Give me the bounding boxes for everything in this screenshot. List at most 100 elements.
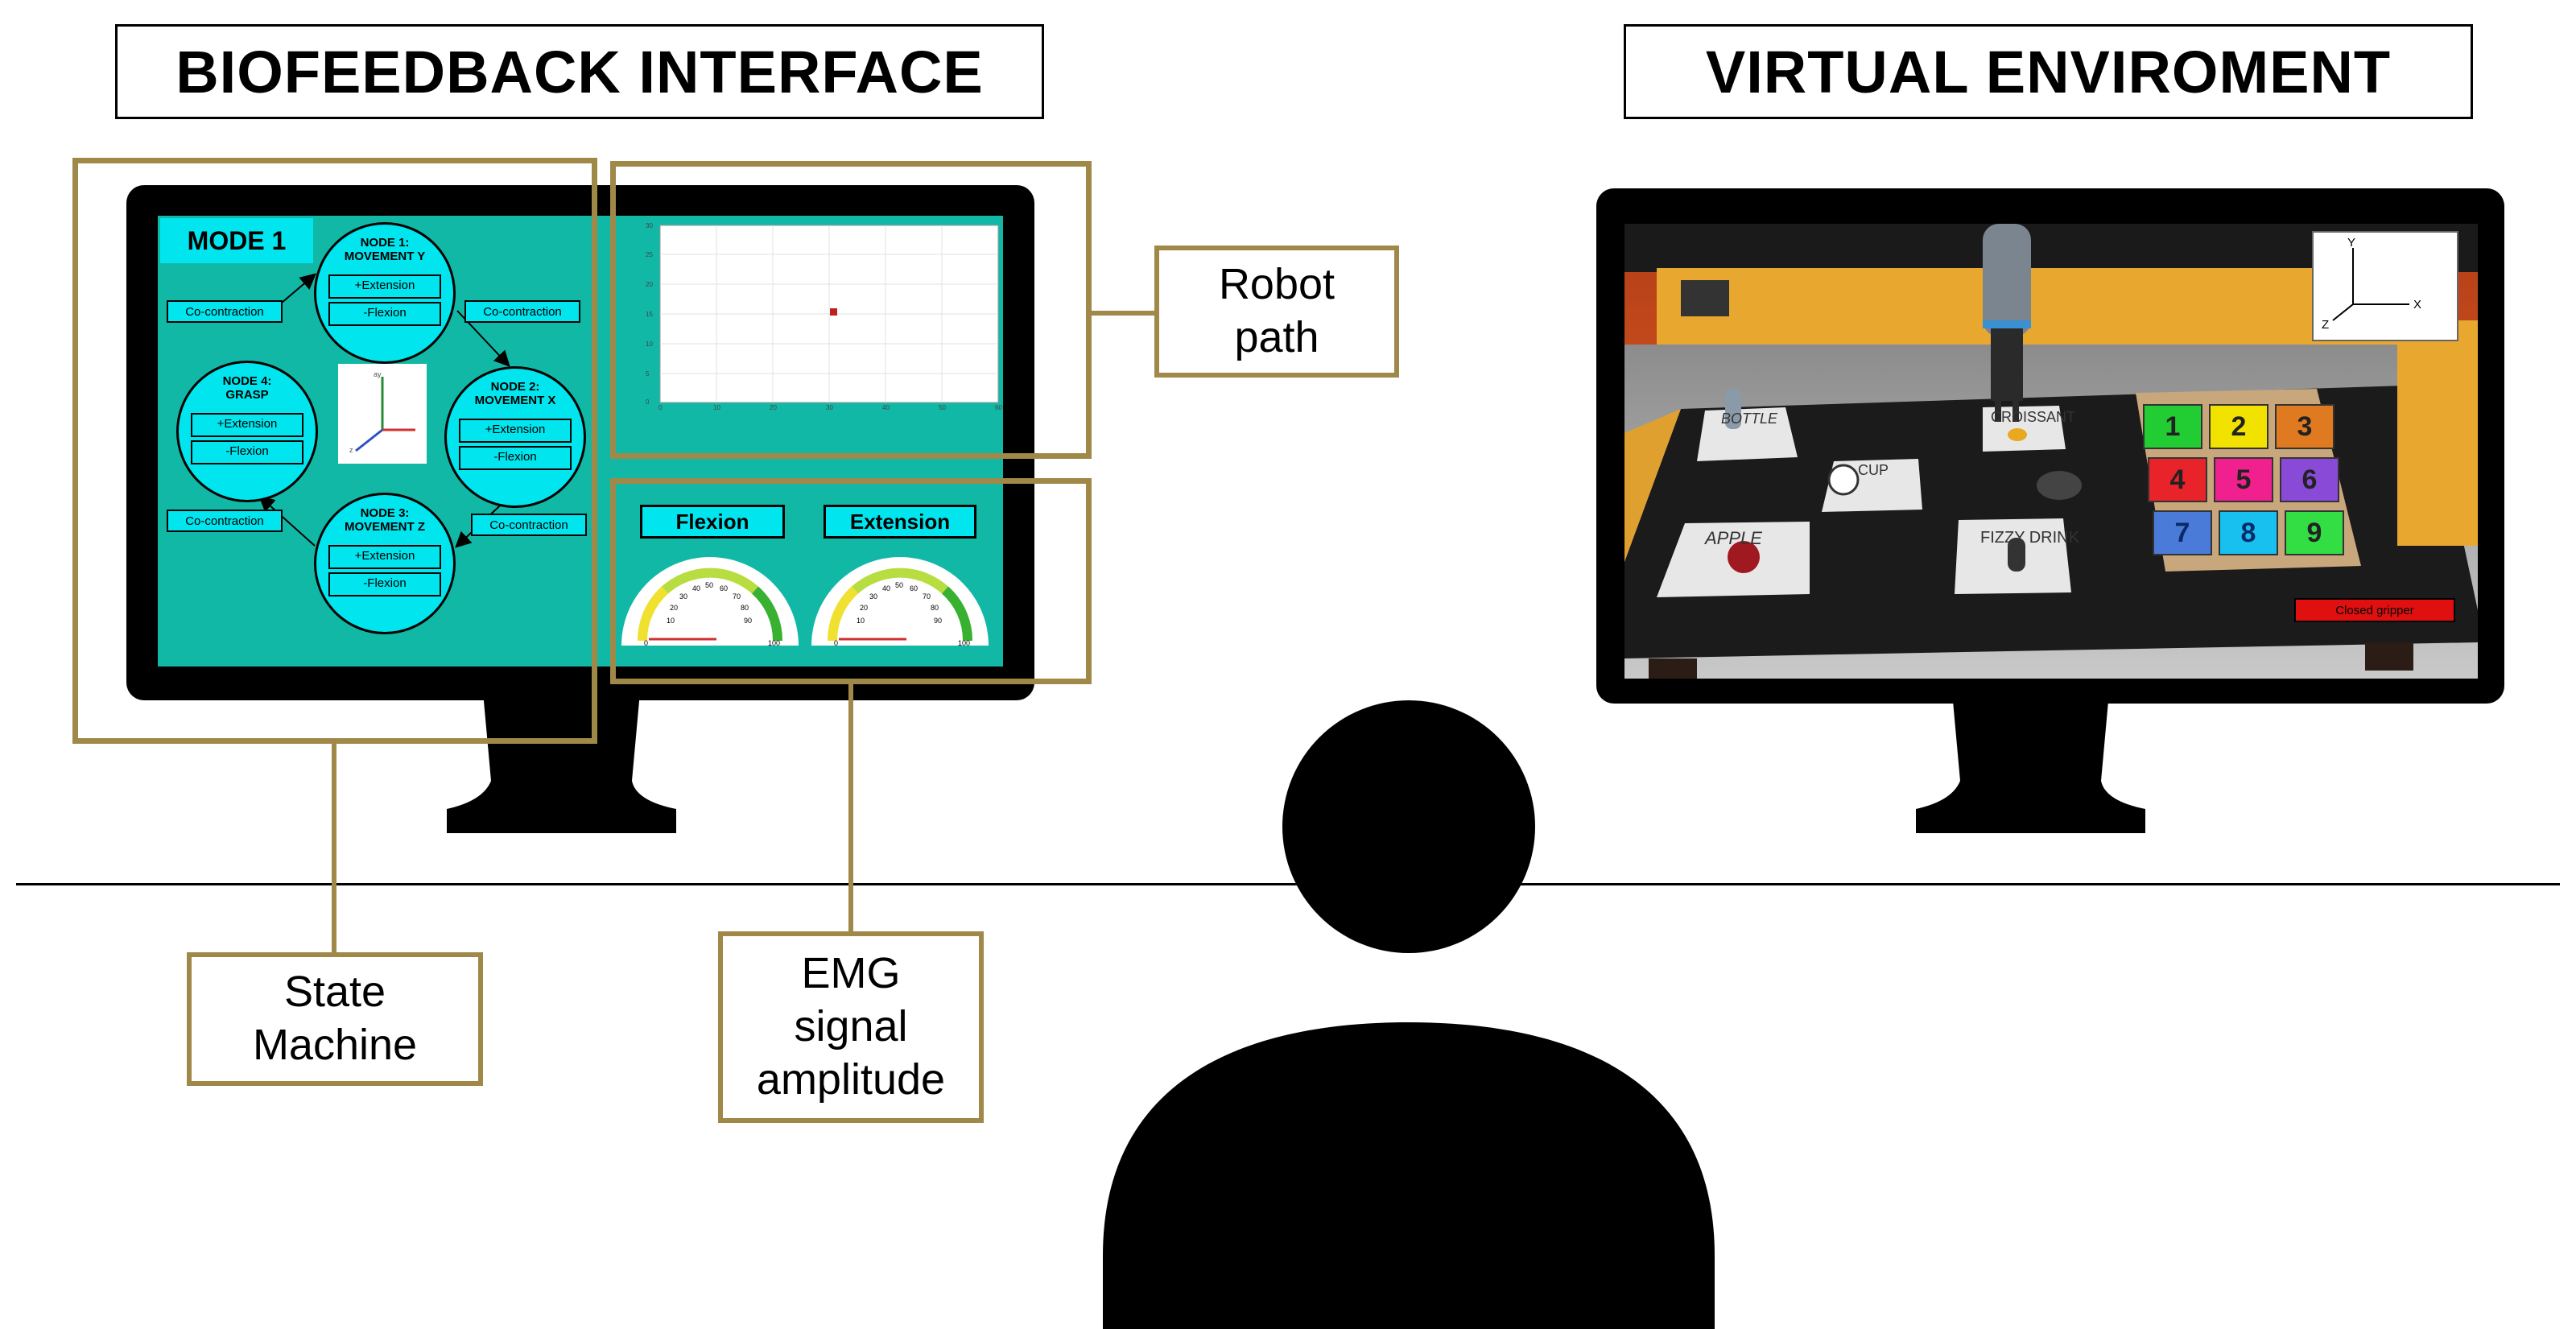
tray-cell-4: 4 — [2148, 457, 2207, 502]
card-apple-label: APPLE — [1703, 528, 1762, 548]
tray-cell-3: 3 — [2275, 404, 2334, 449]
cocontraction-label: Co-contraction — [483, 304, 562, 319]
node-2-extension-button[interactable]: +Extension — [459, 419, 572, 443]
extension-gauge-tick: 50 — [895, 581, 903, 589]
node-1-movement-y[interactable]: NODE 1: MOVEMENT Y +Extension -Flexion — [314, 222, 456, 364]
emg-highlight-frame — [610, 478, 1092, 684]
extension-gauge-tick: 20 — [860, 604, 868, 612]
plot-x-tick: 10 — [713, 404, 720, 411]
plot-x-tick: 40 — [882, 404, 890, 411]
bottle-object — [1725, 389, 1741, 429]
node-4-flexion-button[interactable]: -Flexion — [191, 440, 303, 464]
plot-x-tick: 50 — [939, 404, 946, 411]
card-croissant-label: CROISSANT — [1991, 409, 2075, 425]
plot-x-tick: 0 — [658, 404, 663, 411]
card-bottle — [1697, 407, 1798, 461]
extension-gauge-tick: 40 — [882, 584, 890, 592]
plot-gridlines — [660, 225, 998, 402]
emg-connector — [848, 684, 853, 932]
svg-text:ay: ay — [374, 370, 382, 378]
flexion-gauge-label-text: Flexion — [675, 509, 749, 534]
node-1-title: NODE 1: MOVEMENT Y — [344, 236, 426, 263]
user-head — [1282, 700, 1535, 953]
card-bottle-label: BOTTLE — [1721, 411, 1778, 427]
node-2-title: NODE 2: MOVEMENT X — [474, 380, 556, 407]
flexion-gauge-tick: 90 — [744, 617, 752, 625]
tray-cell-5: 5 — [2214, 457, 2273, 502]
node-3-flexion-button[interactable]: -Flexion — [328, 572, 441, 596]
node-2-flexion-button[interactable]: -Flexion — [459, 446, 572, 470]
cocontraction-box-bottom-right: Co-contraction — [471, 514, 587, 536]
axis-y-label: Y — [2347, 236, 2355, 250]
flexion-gauge-tick: 30 — [679, 592, 687, 601]
node-2-movement-x[interactable]: NODE 2: MOVEMENT X +Extension -Flexion — [444, 366, 586, 508]
flexion-gauge-tick: 40 — [692, 584, 700, 592]
plot-y-tick: 30 — [646, 222, 653, 229]
emg-signal-callout-text: EMG signal amplitude — [756, 949, 946, 1104]
flexion-gauge-tick: 70 — [733, 592, 741, 601]
left-monitor-stand — [447, 692, 676, 833]
node-4-title: NODE 4: GRASP — [222, 374, 272, 402]
flexion-gauge-min: 0 — [644, 639, 648, 647]
node-3-extension-button[interactable]: +Extension — [328, 545, 441, 569]
cocontraction-label: Co-contraction — [185, 304, 264, 319]
apple-object — [1728, 541, 1760, 573]
virtual-kitchen-scene: Y X Z BOTTLE CROISSANT CUP APPLE FIZZY D… — [1624, 224, 2478, 679]
node-1-flexion-button[interactable]: -Flexion — [328, 302, 441, 326]
flexion-gauge-tick: 10 — [667, 617, 675, 625]
virtual-environment-title-text: VIRTUAL ENVIROMENT — [1705, 38, 2392, 105]
cocontraction-label: Co-contraction — [489, 518, 568, 532]
axis-z-label: Z — [2322, 318, 2329, 332]
virtual-environment-title: VIRTUAL ENVIROMENT — [1624, 24, 2473, 119]
tray-cell-2: 2 — [2209, 404, 2268, 449]
fizzy-drink-object — [2008, 538, 2025, 572]
right-monitor-stand — [1916, 692, 2145, 833]
axes-icon: ay z — [338, 364, 427, 464]
card-croissant — [1983, 406, 2066, 452]
cocontraction-label: Co-contraction — [185, 514, 264, 528]
extension-gauge-tick: 70 — [923, 592, 931, 601]
svg-text:z: z — [349, 446, 353, 454]
arrow-node3-to-node4 — [258, 495, 316, 547]
extension-gauge-label: Extension — [824, 505, 976, 539]
flexion-gauge-label: Flexion — [640, 505, 785, 539]
robot-arm — [1983, 224, 2031, 336]
plot-y-tick: 5 — [646, 370, 650, 378]
node-1-extension-button[interactable]: +Extension — [328, 274, 441, 299]
mode-label: MODE 1 — [160, 218, 313, 263]
plot-y-tick: 0 — [646, 398, 650, 406]
node-3-movement-z[interactable]: NODE 3: MOVEMENT Z +Extension -Flexion — [314, 493, 456, 634]
cocontraction-box-top-right: Co-contraction — [464, 300, 580, 323]
plot-y-tick: 25 — [646, 251, 653, 258]
gripper-status-text: Closed gripper — [2335, 603, 2414, 617]
desk-line — [16, 883, 2560, 885]
robot-path-callout: Robot path — [1154, 246, 1399, 378]
flexion-gauge-tick: 60 — [720, 584, 728, 592]
plot-x-tick: 60 — [995, 404, 1002, 411]
node-4-extension-button[interactable]: +Extension — [191, 413, 303, 437]
extension-gauge-tick: 80 — [931, 604, 939, 612]
state-machine-callout: State Machine — [187, 952, 483, 1086]
cocontraction-box-bottom-left: Co-contraction — [167, 510, 283, 532]
extension-gauge-max: 100 — [958, 639, 970, 647]
plot-y-tick: 10 — [646, 341, 653, 348]
biofeedback-interface-title-text: BIOFEEDBACK INTERFACE — [175, 38, 984, 105]
node-3-title: NODE 3: MOVEMENT Z — [345, 506, 425, 534]
state-machine-highlight-frame — [72, 158, 597, 744]
axis-x-label: X — [2413, 298, 2421, 312]
plot-y-tick-labels: 30 25 20 15 10 5 0 — [646, 222, 658, 419]
tray-cell-1: 1 — [2143, 404, 2202, 449]
tray-cell-6: 6 — [2280, 457, 2339, 502]
extension-gauge-tick: 30 — [869, 592, 877, 601]
robot-path-plot — [659, 225, 999, 403]
robot-path-callout-text: Robot path — [1218, 260, 1335, 361]
extension-gauge-tick: 60 — [910, 584, 918, 592]
extension-gauge-tick: 90 — [934, 617, 942, 625]
extension-gauge-tick: 10 — [857, 617, 865, 625]
cocontraction-box-top-left: Co-contraction — [167, 300, 283, 323]
tray-cell-7: 7 — [2153, 510, 2212, 555]
robot-position-marker — [830, 308, 837, 316]
node-4-grasp[interactable]: NODE 4: GRASP +Extension -Flexion — [176, 361, 318, 502]
card-fizzy-drink-label: FIZZY DRINK — [1980, 529, 2080, 547]
